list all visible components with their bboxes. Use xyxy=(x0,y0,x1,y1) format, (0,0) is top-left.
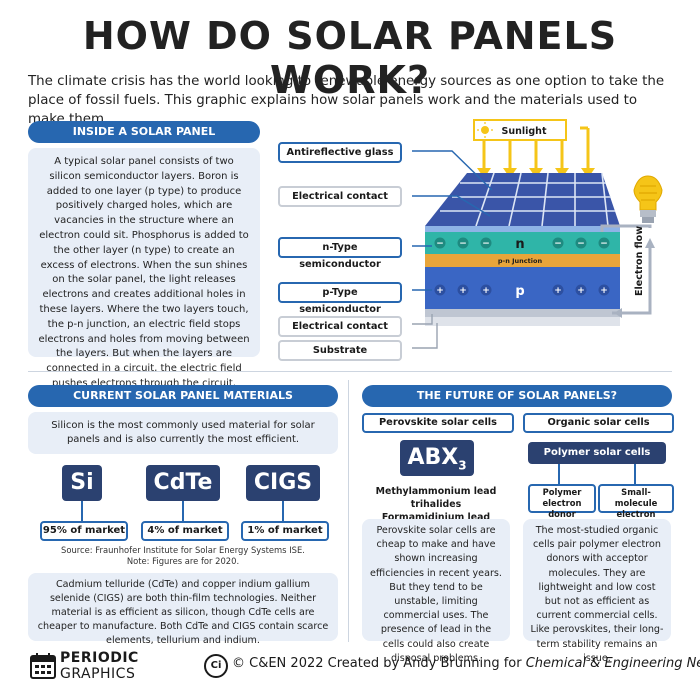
substrate-layer xyxy=(425,317,620,326)
label-n-type: n-Type semiconductor xyxy=(278,237,402,270)
section-header-inside: INSIDE A SOLAR PANEL xyxy=(28,121,260,143)
organic-text-box: The most-studied organic cells pair poly… xyxy=(523,519,671,664)
logo-line-2: GRAPHICS xyxy=(60,666,136,682)
circuit-wire xyxy=(600,224,652,315)
logo-line-1: PERIODIC xyxy=(60,650,139,666)
svg-text:−: − xyxy=(482,239,490,249)
organic-text: The most-studied organic cells pair poly… xyxy=(530,525,664,664)
perovskite-label: Perovskite solar cells xyxy=(362,413,514,433)
solar-panel-diagram: Sunlight − − − − − − n p-n Junction + + … xyxy=(412,119,663,349)
section-header-materials: CURRENT SOLAR PANEL MATERIALS xyxy=(28,385,338,407)
svg-text:−: − xyxy=(459,239,467,249)
svg-text:−: − xyxy=(554,239,562,249)
svg-text:+: + xyxy=(554,286,562,296)
page-title: HOW DO SOLAR PANELS WORK? xyxy=(82,14,618,102)
sunlight-label-box xyxy=(473,119,567,141)
perovskite-text-box: Perovskite solar cells are cheap to make… xyxy=(362,519,510,664)
figures-note: Note: Figures are for 2020. xyxy=(126,556,240,566)
svg-text:+: + xyxy=(577,286,585,296)
polymer-cells-chip: Polymer solar cells xyxy=(528,442,666,464)
cen-logo-icon: Ci xyxy=(204,654,228,678)
inside-text-box: A typical solar panel consists of two si… xyxy=(28,148,260,404)
bottom-contact-layer xyxy=(425,309,620,317)
p-type-layer xyxy=(425,267,620,309)
credit-publication: Chemical & Engineering News xyxy=(525,656,700,671)
materials-bottom-text: Cadmium telluride (CdTe) and copper indi… xyxy=(37,579,329,646)
intro-text: The climate crisis has the world looking… xyxy=(28,74,665,127)
materials-bottom-box: Cadmium telluride (CdTe) and copper indi… xyxy=(28,573,338,646)
electron-flow-label: Electron flow xyxy=(634,226,645,296)
organic-label: Organic solar cells xyxy=(523,413,674,433)
label-antireflective-glass: Antireflective glass xyxy=(278,142,402,163)
periodic-graphics-logo-text: PERIODIC GRAPHICS xyxy=(60,650,139,682)
market-share-si: 95% of market xyxy=(40,521,128,541)
lightbulb-icon xyxy=(633,175,663,223)
label-substrate: Substrate xyxy=(278,340,402,361)
svg-text:+: + xyxy=(459,286,467,296)
label-electrical-contact-bottom: Electrical contact xyxy=(278,316,402,337)
svg-text:−: − xyxy=(436,239,444,249)
materials-intro: Silicon is the most commonly used materi… xyxy=(51,420,315,445)
perovskite-text: Perovskite solar cells are cheap to make… xyxy=(370,525,502,664)
formula-main: ABX xyxy=(407,445,459,470)
formula-subscript: 3 xyxy=(458,458,467,473)
junction-layer xyxy=(425,254,620,267)
svg-text:−: − xyxy=(577,239,585,249)
material-symbol-si: Si xyxy=(62,465,102,501)
section-header-future: THE FUTURE OF SOLAR PANELS? xyxy=(362,385,672,407)
sunlight-label: Sunlight xyxy=(502,126,547,137)
source-text: Source: Fraunhofer Institute for Solar E… xyxy=(61,545,305,555)
label-p-type: p-Type semiconductor xyxy=(278,282,402,315)
junction-label: p-n Junction xyxy=(498,257,543,265)
credit-text: © C&EN 2022 Created by Andy Brunning for xyxy=(232,656,522,671)
p-letter: p xyxy=(515,284,524,299)
material-symbol-cdte: CdTe xyxy=(146,465,220,501)
polymer-donor-label: Polymer electron donor xyxy=(528,484,596,519)
sun-icon xyxy=(481,126,489,134)
svg-text:+: + xyxy=(482,286,490,296)
perovskite-formula: ABX3 xyxy=(400,440,474,476)
credit-line: © C&EN 2022 Created by Andy Brunning for… xyxy=(232,656,700,671)
n-letter: n xyxy=(515,237,524,252)
svg-text:+: + xyxy=(436,286,444,296)
material-symbol-cigs: CIGS xyxy=(246,465,320,501)
svg-text:+: + xyxy=(600,286,608,296)
panel-glass xyxy=(425,173,620,226)
market-share-cdte: 4% of market xyxy=(141,521,229,541)
svg-text:−: − xyxy=(600,239,608,249)
materials-intro-box: Silicon is the most commonly used materi… xyxy=(28,412,338,454)
horizontal-divider xyxy=(28,371,672,372)
panel-grid xyxy=(440,172,615,227)
periodic-graphics-logo-icon xyxy=(30,652,56,680)
market-share-cigs: 1% of market xyxy=(241,521,329,541)
n-type-layer xyxy=(425,232,620,254)
vertical-divider xyxy=(348,380,349,642)
source-note: Source: Fraunhofer Institute for Solar E… xyxy=(28,545,338,567)
label-electrical-contact-top: Electrical contact xyxy=(278,186,402,207)
perovskite-type-1: Methylammonium lead trihalides xyxy=(375,486,497,510)
acceptor-label: Small-molecule electron acceptor xyxy=(598,484,674,530)
inside-text: A typical solar panel consists of two si… xyxy=(38,156,250,404)
